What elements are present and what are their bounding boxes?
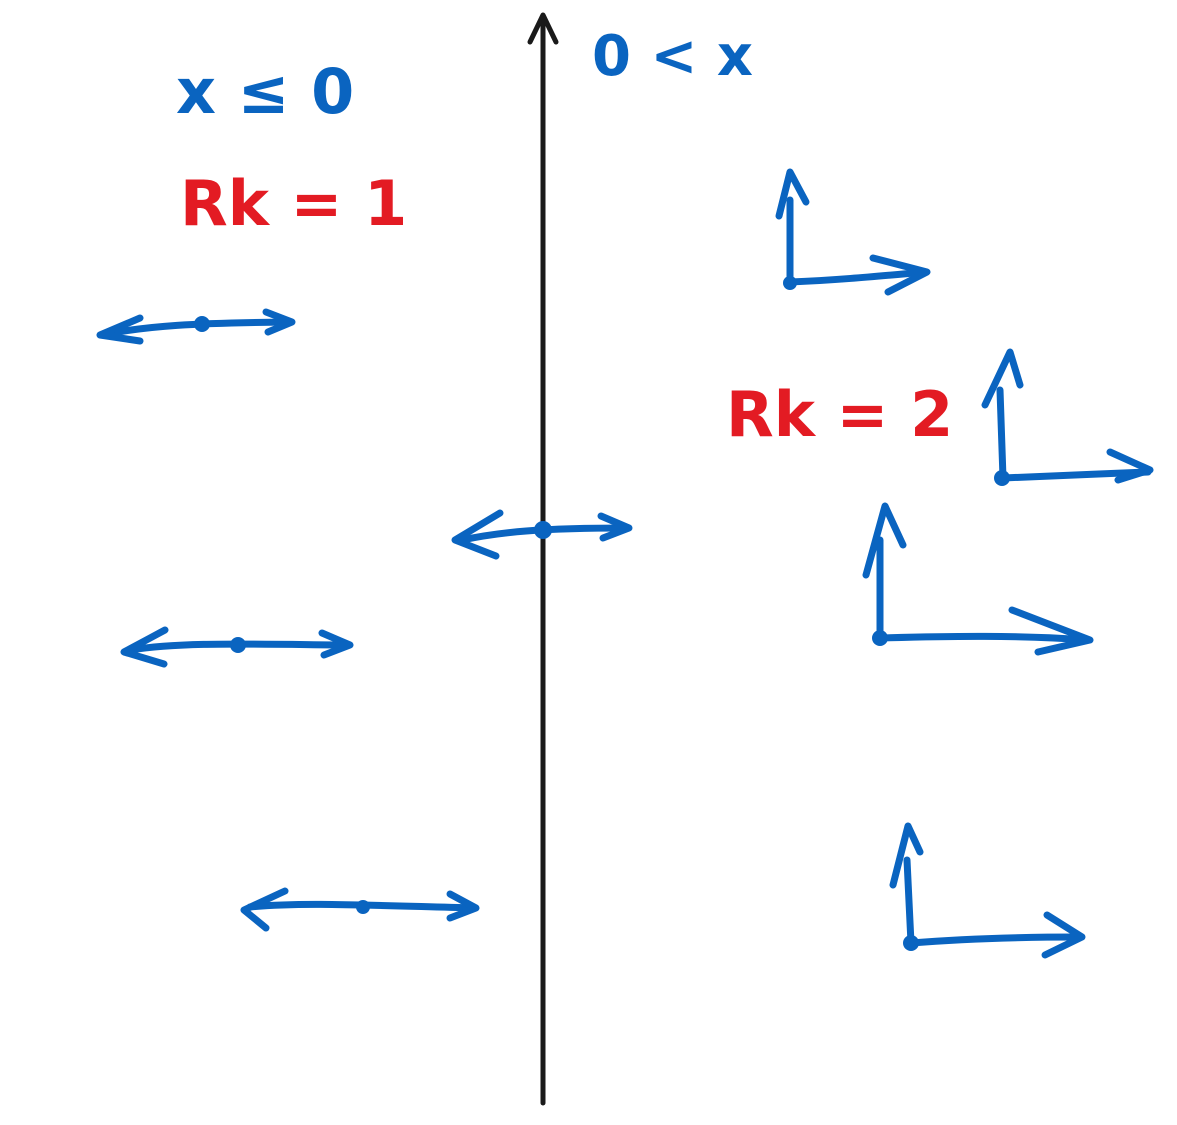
- left-rank-label: Rk = 1: [180, 167, 407, 240]
- left-vector-origin: [451, 509, 633, 560]
- right-frame-3: [862, 502, 1094, 656]
- vertical-axis: [527, 12, 559, 1106]
- left-vector-3: [240, 887, 480, 932]
- left-condition-label: x ≤ 0: [176, 55, 354, 128]
- right-rank-label: Rk = 2: [726, 378, 953, 451]
- right-frame-4: [889, 822, 1086, 959]
- left-vector-1: [96, 308, 296, 345]
- left-vector-2: [120, 626, 354, 668]
- right-frame-2: [981, 348, 1154, 486]
- right-frame-1: [775, 168, 931, 296]
- right-condition-label: 0 < x: [592, 24, 753, 89]
